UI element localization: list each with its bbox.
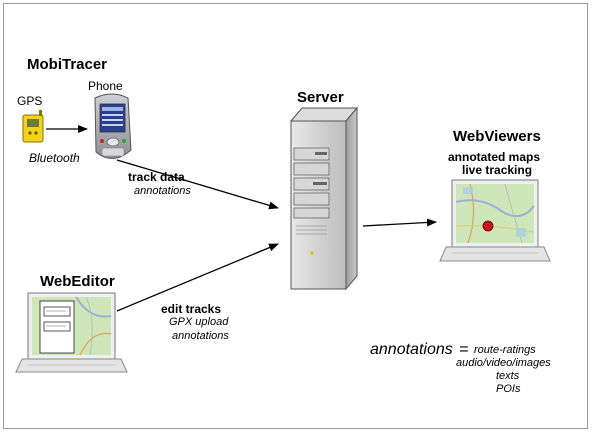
phone-edge-label-2: annotations [134,185,191,197]
webviewer-laptop-icon [439,179,551,262]
webeditor-laptop-icon [15,292,128,373]
editor-edge-label-2: GPX upload [169,316,229,328]
editor-edge-label-3: annotations [172,330,229,342]
webeditor-title: WebEditor [40,273,115,290]
legend-item: audio/video/images [456,357,551,369]
webviewers-title: WebViewers [453,128,541,145]
server-title: Server [297,89,344,106]
editor-edge-label-1: edit tracks [161,302,222,316]
server-to-viewers-arrow [362,218,437,227]
server-tower-icon [289,106,359,291]
editor-to-server-arrow [116,243,279,312]
gps-device-icon [22,110,44,143]
legend-item: texts [496,370,520,382]
webviewers-line-2: live tracking [462,163,533,177]
legend-equals: = [459,341,469,358]
bluetooth-label: Bluetooth [29,151,80,165]
phone-to-server-arrow [116,159,279,210]
phone-label: Phone [88,79,123,93]
phone-edge-label-1: track data [128,170,185,184]
phone-icon [94,93,132,159]
legend-item: route-ratings [474,344,536,356]
gps-label: GPS [17,94,43,108]
legend-item: POIs [496,383,521,395]
legend-term: annotations [370,341,453,358]
mobitracer-title: MobiTracer [27,56,108,73]
webviewers-line-1: annotated maps [448,150,541,164]
